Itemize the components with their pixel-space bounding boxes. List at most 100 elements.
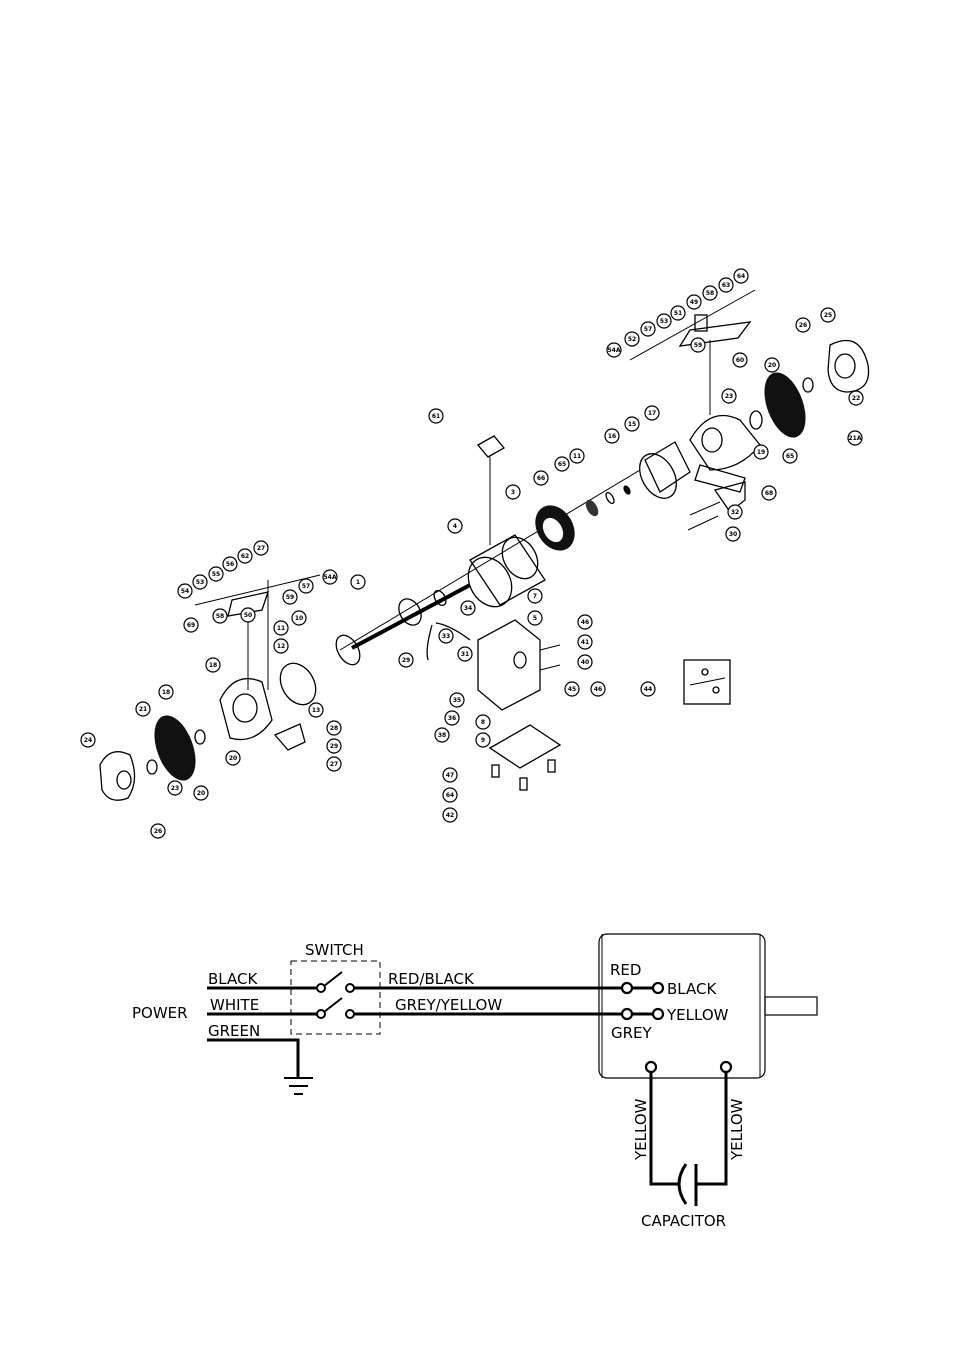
part-callout: 52	[624, 331, 640, 347]
left-flange	[194, 729, 206, 745]
part-callout: 64	[733, 268, 749, 284]
part-callout: 60	[732, 352, 748, 368]
callout-number: 44	[644, 686, 652, 693]
left-tool-rest	[273, 723, 306, 751]
callout-number: 11	[573, 453, 581, 460]
part-callout: 22	[848, 390, 864, 406]
right-flange-outer	[802, 377, 814, 393]
switch-enclosure	[290, 960, 381, 1035]
callout-number: 28	[330, 725, 338, 732]
part-callout: 20	[225, 750, 241, 766]
washer	[623, 485, 631, 495]
part-callout: 38	[434, 727, 450, 743]
part-callout: 59	[282, 589, 298, 605]
part-callout: 54A	[322, 569, 338, 585]
part-callout: 56	[222, 556, 238, 572]
part-callout: 49	[686, 294, 702, 310]
callout-number: 56	[226, 561, 234, 568]
part-callout: 20	[193, 785, 209, 801]
part-callout: 65	[554, 456, 570, 472]
callout-number: 12	[277, 643, 285, 650]
left-eyeshield-bracket	[194, 574, 321, 690]
callout-number: 20	[768, 362, 776, 369]
callout-number: 40	[581, 659, 589, 666]
callout-number: 55	[212, 571, 220, 578]
part-callout: 13	[308, 702, 324, 718]
callout-number: 64	[446, 792, 454, 799]
part-callout: 54	[177, 583, 193, 599]
part-callout: 58	[212, 608, 228, 624]
callout-number: 64	[737, 273, 745, 280]
callout-number: 59	[286, 594, 294, 601]
part-callout: 65	[782, 448, 798, 464]
ground-symbol	[284, 1077, 313, 1095]
part-callout: 19	[753, 444, 769, 460]
callout-number: 47	[446, 772, 454, 779]
base-plate	[488, 724, 562, 769]
part-callout: 66	[533, 470, 549, 486]
white-wire-label: WHITE	[210, 996, 259, 1014]
right-grinding-wheel	[764, 372, 806, 438]
power-label: POWER	[132, 1004, 188, 1022]
callout-number: 32	[731, 509, 739, 516]
part-callout: 23	[721, 388, 737, 404]
part-callout: 21	[135, 701, 151, 717]
cap-lead-right-label: YELLOW	[728, 1098, 746, 1161]
callout-number: 36	[448, 715, 456, 722]
right-eyeshield-bracket	[629, 289, 756, 415]
part-callout: 50	[240, 607, 256, 623]
callout-group: 646358495153575254A5960252620222321A1715…	[80, 268, 864, 839]
callout-number: 60	[736, 357, 744, 364]
part-callout: 11	[569, 448, 585, 464]
part-callout: 3	[505, 484, 521, 500]
callout-number: 24	[84, 737, 92, 744]
callout-number: 23	[171, 785, 179, 792]
part-callout: 47	[442, 767, 458, 783]
red-black-wire-label: RED/BLACK	[388, 970, 475, 988]
callout-number: 18	[162, 689, 170, 696]
part-callout: 69	[183, 617, 199, 633]
callout-number: 11	[277, 625, 285, 632]
left-guard-cover	[99, 751, 136, 801]
switch-contacts	[316, 971, 355, 1019]
motor-red-label: RED	[610, 961, 641, 979]
part-callout: 5	[527, 610, 543, 626]
callout-number: 52	[628, 336, 636, 343]
part-callout: 33	[438, 628, 454, 644]
part-callout: 29	[398, 652, 414, 668]
callout-number: 8	[481, 719, 485, 726]
part-callout: 18	[205, 657, 221, 673]
motor-housing	[467, 534, 546, 608]
part-callout: 28	[326, 720, 342, 736]
callout-number: 30	[729, 531, 737, 538]
part-callout: 4	[447, 518, 463, 534]
part-callout: 27	[326, 756, 342, 772]
callout-number: 45	[568, 686, 576, 693]
capacitor-label: CAPACITOR	[641, 1212, 726, 1230]
callout-number: 53	[196, 579, 204, 586]
part-callout: 11	[273, 620, 289, 636]
callout-number: 41	[581, 639, 589, 646]
part-callout: 12	[273, 638, 289, 654]
left-wheel-guard	[219, 677, 273, 741]
part-callout: 30	[725, 526, 741, 542]
part-callout: 31	[457, 646, 473, 662]
part-callout: 15	[624, 416, 640, 432]
callout-number: 21	[139, 706, 147, 713]
part-callout: 24	[80, 732, 96, 748]
callout-number: 63	[722, 282, 730, 289]
part-callout: 18	[158, 684, 174, 700]
part-callout: 54A	[606, 342, 622, 358]
callout-number: 66	[537, 475, 545, 482]
callout-number: 26	[154, 828, 162, 835]
callout-number: 20	[229, 755, 237, 762]
callout-number: 4	[453, 523, 457, 530]
cap-lead-left-label: YELLOW	[632, 1098, 650, 1161]
part-callout: 62	[237, 548, 253, 564]
green-wire-label: GREEN	[208, 1022, 260, 1040]
callout-number: 58	[706, 290, 714, 297]
part-callout: 9	[475, 732, 491, 748]
right-tool-rest	[713, 481, 746, 513]
part-callout: 1	[350, 574, 366, 590]
